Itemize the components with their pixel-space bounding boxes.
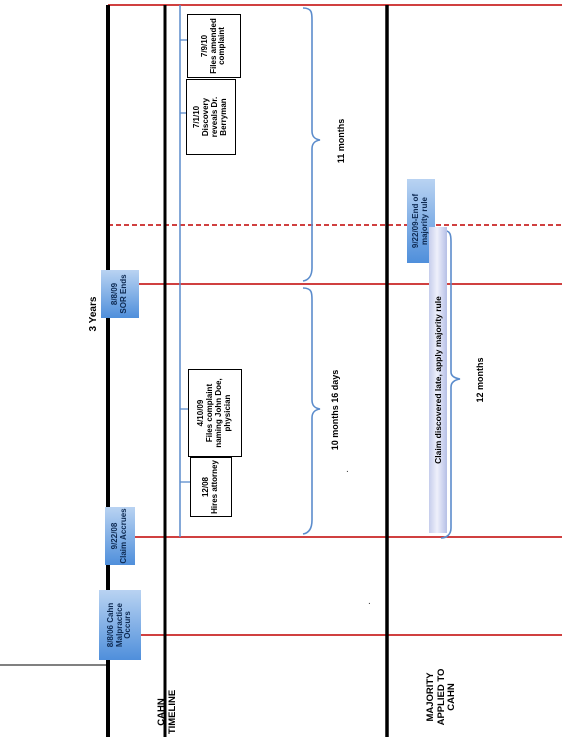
- brace-first-span: [302, 287, 321, 535]
- period-label: 3 Years: [87, 296, 99, 332]
- brace-majority-span: [440, 229, 461, 539]
- span-first-label: 10 months 16 days: [330, 369, 340, 451]
- span-majority-label: 12 months: [475, 357, 485, 403]
- majority-label: MAJORITY APPLIED TO CAHN: [424, 668, 458, 726]
- stray-mark-2: .: [368, 596, 371, 607]
- majority-bar: Claim discovered late, apply majority ru…: [429, 227, 447, 533]
- span-second-label: 11 months: [336, 118, 346, 164]
- brace-second-span: [302, 7, 321, 282]
- stray-mark-1: .: [346, 464, 349, 475]
